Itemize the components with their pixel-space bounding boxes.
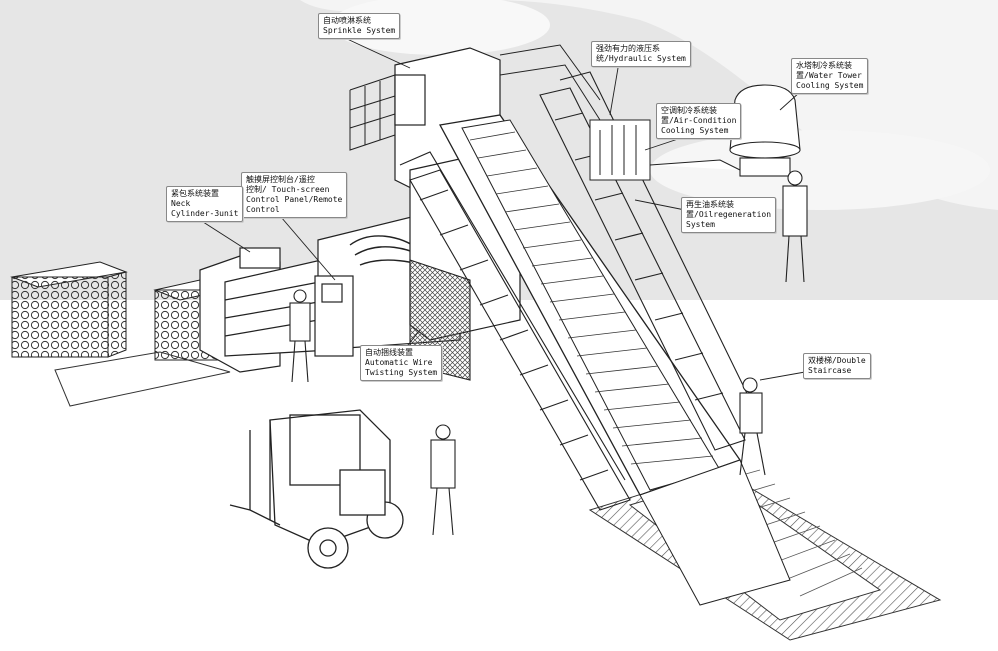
- conveyor: [438, 114, 791, 606]
- callout-zh: 紧包系统装置: [171, 189, 219, 198]
- hydraulic-unit: [589, 119, 741, 181]
- callout-en: 置/Water Tower: [796, 71, 862, 80]
- callout-zh: 自动捆线装置: [365, 348, 413, 357]
- callout-sprinkle-system: 自动喷淋系统 Sprinkle System: [318, 13, 401, 39]
- platform-railing: [349, 44, 601, 151]
- discharge-plate: [54, 351, 231, 407]
- water-tower: [729, 84, 801, 177]
- worker-figures: [289, 170, 808, 536]
- callout-en: 统/Hydraulic System: [596, 54, 686, 63]
- callout-en: Cooling System: [796, 81, 864, 90]
- worker-control: [289, 289, 311, 383]
- callout-zh: 强劲有力的液压系: [596, 44, 660, 53]
- worker-staircase: [739, 377, 766, 476]
- callout-en: 置/Air-Condition: [661, 116, 737, 125]
- callout-en: Control Panel/Remote: [246, 195, 343, 204]
- callout-en: Neck: [171, 199, 191, 208]
- callout-en: Cooling System: [661, 126, 729, 135]
- callout-air-condition: 空调制冷系统装 置/Air-Condition Cooling System: [656, 103, 742, 139]
- callout-en: 控制/ Touch-screen: [246, 185, 330, 194]
- forklift: [229, 409, 404, 569]
- callout-oil-regeneration: 再生油系统装 置/Oilregeneration System: [681, 197, 777, 233]
- callout-wire-twisting: 自动捆线装置 Automatic Wire Twisting System: [360, 345, 443, 381]
- callout-zh: 空调制冷系统装: [661, 106, 717, 115]
- callout-en: Control: [246, 205, 280, 214]
- callout-zh: 触摸屏控制台/遥控: [246, 175, 315, 184]
- right-staircase: [539, 71, 761, 451]
- callout-touch-screen: 触摸屏控制台/遥控 控制/ Touch-screen Control Panel…: [241, 172, 348, 218]
- worker-center: [430, 424, 456, 536]
- callout-en: Automatic Wire: [365, 358, 433, 367]
- callout-zh: 水塔制冷系统装: [796, 61, 852, 70]
- callout-en: Twisting System: [365, 368, 438, 377]
- callout-double-staircase: 双楼梯/Double Staircase: [803, 353, 871, 379]
- callout-zh: 自动喷淋系统: [323, 16, 371, 25]
- callout-en: Cylinder-3unit: [171, 209, 239, 218]
- worker-right: [782, 170, 808, 283]
- bale-stack-left: [10, 261, 128, 358]
- callout-en: 置/Oilregeneration: [686, 210, 772, 219]
- callout-en: System: [686, 220, 715, 229]
- callout-zh: 再生油系统装: [686, 200, 734, 209]
- callout-en: Sprinkle System: [323, 26, 396, 35]
- leader-lines: [199, 37, 806, 381]
- callout-water-tower: 水塔制冷系统装 置/Water Tower Cooling System: [791, 58, 869, 94]
- callout-hydraulic-system: 强劲有力的液压系 统/Hydraulic System: [591, 41, 691, 67]
- callout-neck-cylinder: 紧包系统装置 Neck Cylinder-3unit: [166, 186, 244, 222]
- left-staircase: [399, 151, 631, 511]
- callout-zh: 双楼梯/Double: [808, 356, 866, 365]
- callout-en: Staircase: [808, 366, 852, 375]
